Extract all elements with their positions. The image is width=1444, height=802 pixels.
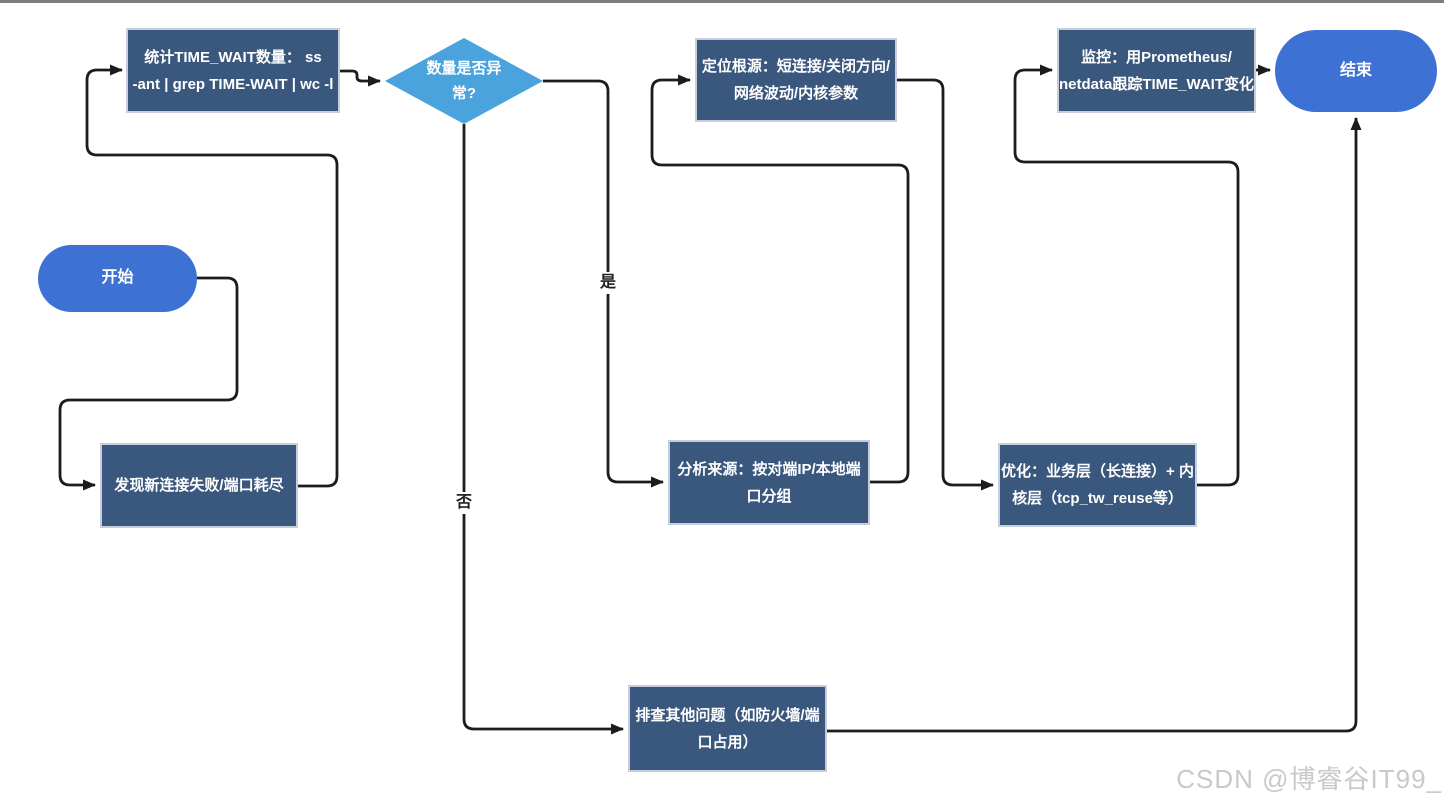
edge-discover-to-count <box>85 64 339 488</box>
node-analyze-source: 分析来源：按对端IP/本地端 口分组 <box>668 440 870 525</box>
node-end: 结束 <box>1275 30 1437 112</box>
node-count-timewait: 统计TIME_WAIT数量： ss -ant | grep TIME-WAIT … <box>126 28 340 113</box>
edge-other-to-end <box>827 117 1362 733</box>
csdn-watermark: CSDN @博睿谷IT99_ <box>1176 764 1442 794</box>
top-divider-bar <box>0 0 1444 3</box>
edge-label-yes: 是 <box>598 272 619 294</box>
edge-start-to-discover <box>58 276 239 491</box>
edge-analyze-to-locate <box>650 74 910 484</box>
edge-locate-to-optimize <box>897 78 994 491</box>
node-optimize: 优化：业务层（长连接）+ 内 核层（tcp_tw_reuse等） <box>998 443 1197 527</box>
node-locate-root-cause: 定位根源：短连接/关闭方向/ 网络波动/内核参数 <box>695 38 897 122</box>
edge-decision-no-to-other <box>462 124 624 735</box>
edge-count-to-decision <box>340 69 381 87</box>
node-decision-label: 数量是否异 常? <box>426 59 502 103</box>
edge-label-no: 否 <box>454 492 475 514</box>
edge-optimize-to-monitor <box>1013 64 1240 487</box>
node-start: 开始 <box>38 245 197 312</box>
node-check-other-issues: 排查其他问题（如防火墙/端 口占用） <box>628 685 827 772</box>
node-monitor: 监控：用Prometheus/ netdata跟踪TIME_WAIT变化 <box>1057 28 1256 113</box>
decision-diamond-shape <box>385 38 543 124</box>
node-discover-failure: 发现新连接失败/端口耗尽 <box>100 443 298 528</box>
